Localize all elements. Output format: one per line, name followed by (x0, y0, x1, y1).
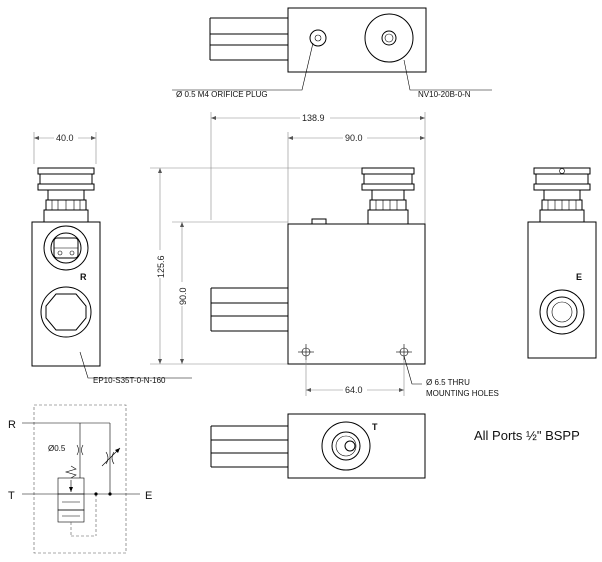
front-body (287, 223, 426, 365)
ports-note: All Ports ½" BSPP (474, 428, 580, 443)
bottom-body (287, 413, 426, 479)
orifice-plug-circle (309, 29, 327, 47)
top-view: Ø 0.5 M4 ORIFICE PLUG NV10-20B-0-N (172, 7, 492, 99)
right-side-view: E (527, 167, 597, 359)
front-view: 138.9 90.0 125.6 90.0 (150, 112, 499, 398)
dim-overall-height: 125.6 (156, 255, 166, 278)
schematic-r-label: R (8, 419, 16, 431)
dim-overall-length: 138.9 (302, 113, 325, 123)
dim-side-width: 40.0 (56, 133, 74, 143)
port-r-side-label: R (80, 272, 87, 282)
top-view-body (287, 7, 427, 73)
mounting-holes-label-1: Ø 6.5 THRU (426, 378, 470, 387)
dim-body-length: 90.0 (345, 133, 363, 143)
port-t-bottom-label: T (372, 422, 378, 432)
dim-hole-spacing: 64.0 (345, 385, 363, 395)
port-e-side-label: E (576, 272, 582, 282)
mounting-holes-label-2: MOUNTING HOLES (426, 389, 499, 398)
bottom-view: T (210, 413, 426, 479)
dim-body-height: 90.0 (178, 287, 188, 305)
schematic-boundary (33, 404, 127, 554)
schematic-t-label: T (8, 490, 15, 502)
right-side-body (527, 221, 597, 359)
orifice-plug-label: Ø 0.5 M4 ORIFICE PLUG (176, 90, 268, 99)
left-side-body (31, 221, 101, 367)
needle-valve-circle (364, 13, 414, 63)
schematic-orifice-label: Ø0.5 (48, 444, 66, 453)
cartridge-label: EP10-S35T-0-N-160 (93, 376, 166, 385)
hydraulic-schematic: R T E Ø0.5 (8, 404, 152, 554)
schematic-e-label: E (145, 490, 152, 502)
left-side-view: 40.0 R EP10-S35T-0-N-160 (31, 132, 192, 385)
needle-valve-label: NV10-20B-0-N (418, 90, 471, 99)
